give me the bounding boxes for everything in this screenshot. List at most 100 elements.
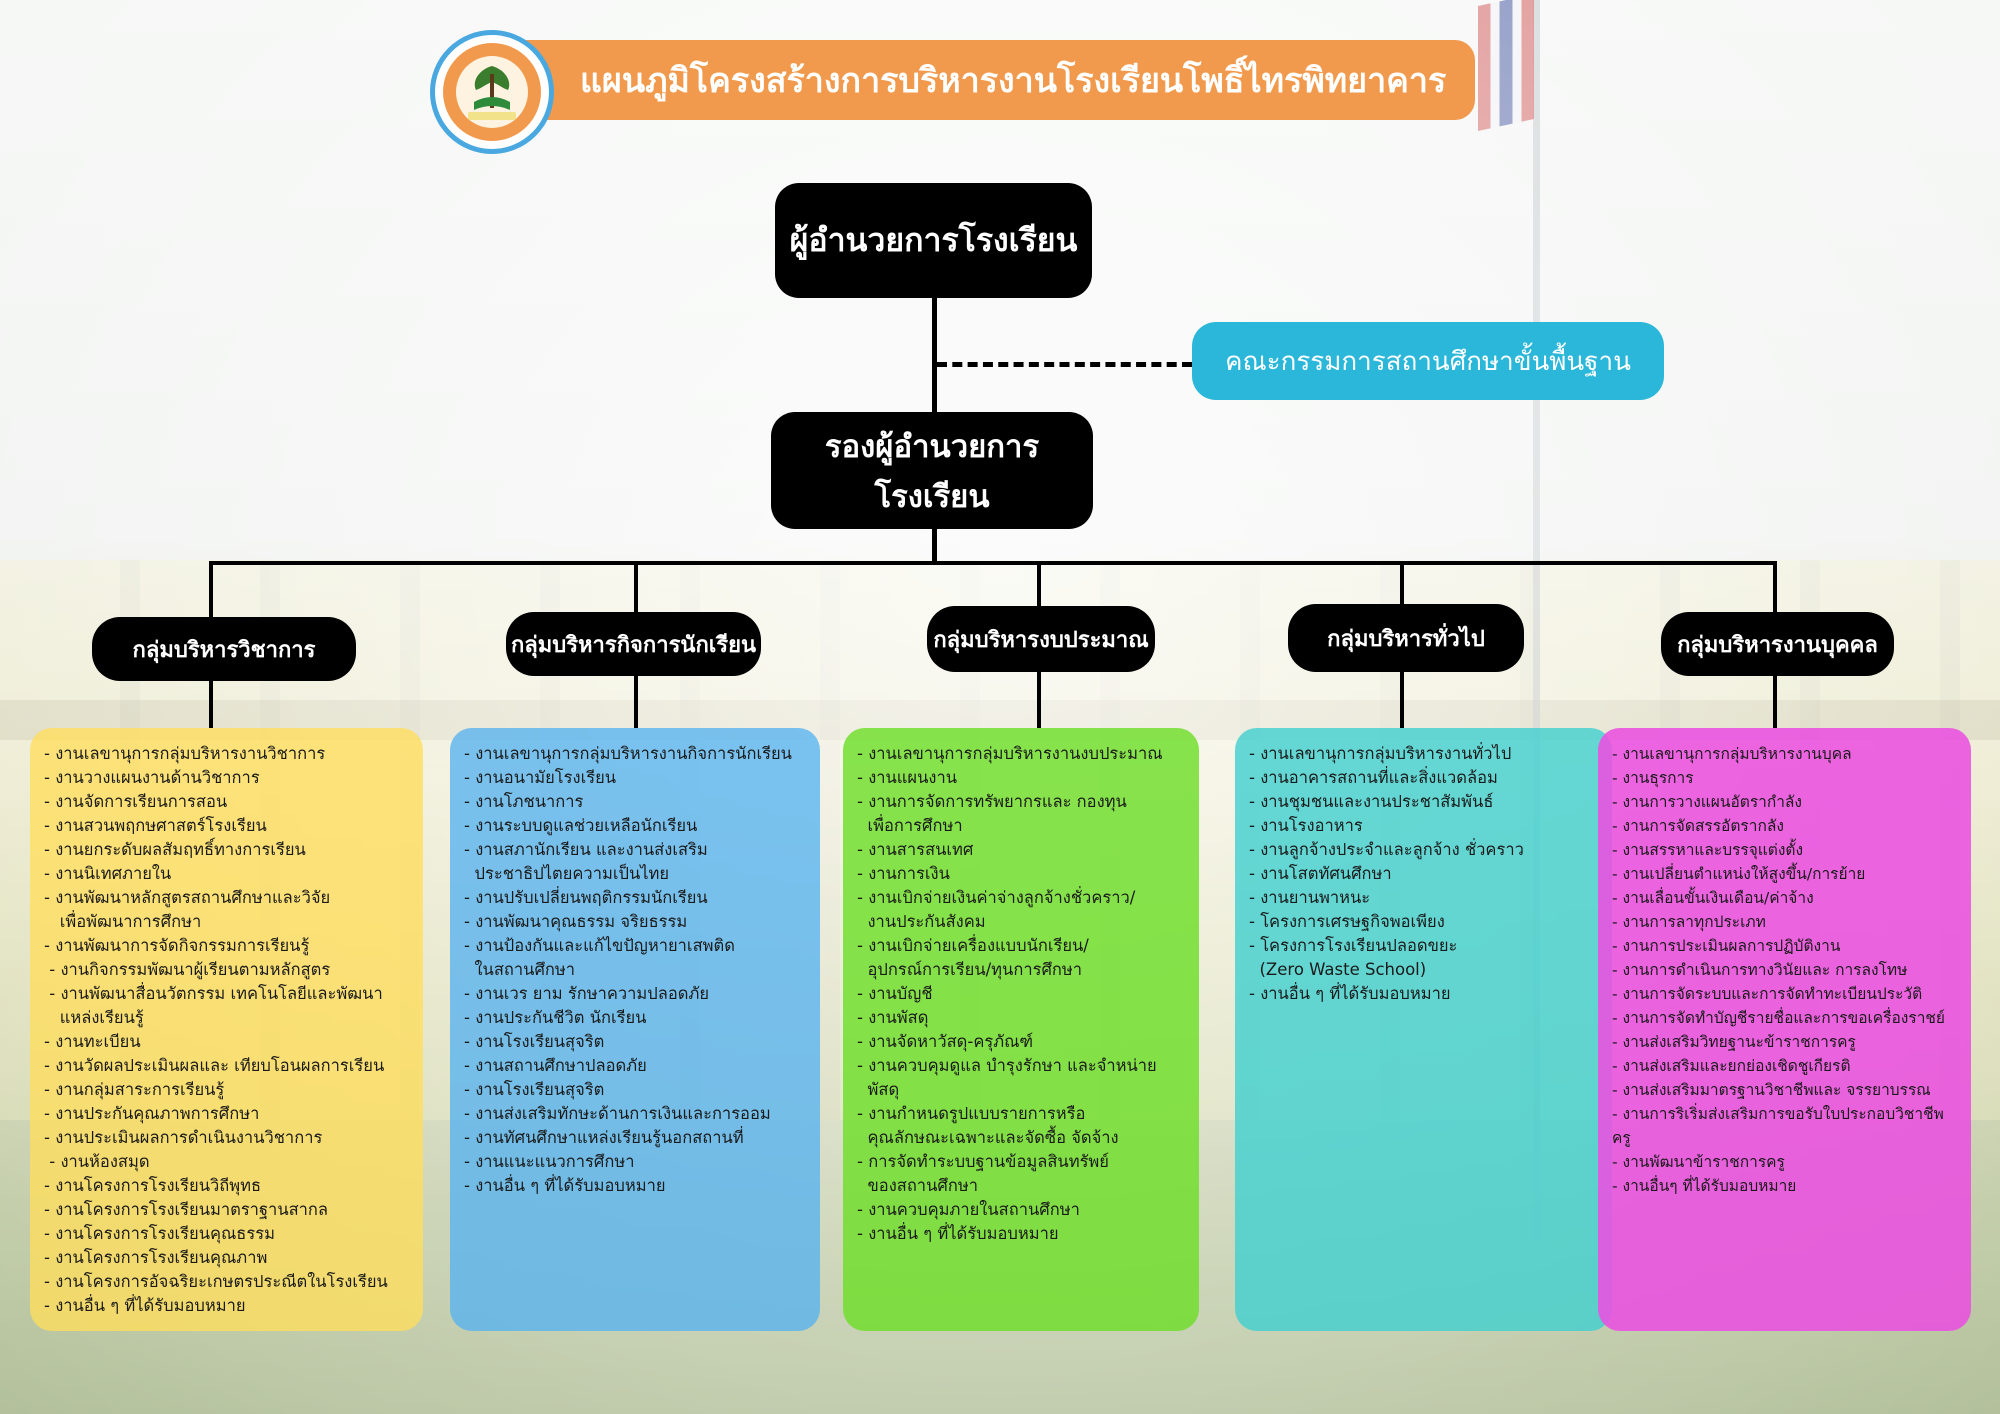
connector-director-deputy	[932, 298, 937, 412]
task-item: - งานการจัดการทรัพยากรและ กองทุน เพื่อกา…	[857, 792, 1127, 835]
group-student-affairs-header: กลุ่มบริหารกิจการนักเรียน	[506, 612, 761, 676]
task-item: - งานการลาทุกประเภท	[1612, 913, 1766, 931]
task-item: - งานพัฒนาหลักสูตรสถานศึกษาและวิจัย เพื่…	[44, 888, 331, 931]
task-item: - งานโรงอาหาร	[1249, 816, 1363, 835]
task-item: - งานพัฒนาการจัดกิจกรรมการเรียนรู้	[44, 936, 310, 955]
task-item: - โครงการเศรษฐกิจพอเพียง	[1249, 912, 1445, 931]
task-item: - งานการเงิน	[857, 864, 950, 883]
task-item: - งานเบิกจ่ายเครื่องแบบนักเรียน/ อุปกรณ์…	[857, 936, 1089, 979]
task-item: - งานประกันคุณภาพการศึกษา	[44, 1104, 260, 1123]
task-item: - งานโรงเรียนสุจริต	[464, 1080, 605, 1099]
tree-icon	[456, 56, 528, 128]
school-logo-emblem	[443, 43, 541, 141]
task-item: - งานยานพาหนะ	[1249, 888, 1371, 907]
connector-drop-budget	[1037, 561, 1041, 606]
task-item: - งานปรับเปลี่ยนพฤติกรรมนักเรียน	[464, 888, 708, 907]
task-item: - งานโครงการโรงเรียนวิถีพุทธ	[44, 1176, 262, 1195]
group-personnel-header: กลุ่มบริหารงานบุคคล	[1661, 612, 1894, 676]
task-item: - งานจัดหาวัสดุ-ครุภัณฑ์	[857, 1032, 1034, 1051]
connector-drop-personnel	[1773, 561, 1777, 612]
task-item: - งานชุมชนและงานประชาสัมพันธ์	[1249, 792, 1494, 811]
task-item: - งานส่งเสริมมาตรฐานวิชาชีพและ จรรยาบรรณ	[1612, 1081, 1931, 1099]
task-item: - งานแผนงาน	[857, 768, 957, 787]
group-student-affairs-panel: - งานเลขานุการกลุ่มบริหารงานกิจการนักเรี…	[450, 728, 820, 1331]
connector-drop-general	[1400, 561, 1404, 604]
task-item: - การจัดทำระบบฐานข้อมูลสินทรัพย์ ของสถาน…	[857, 1152, 1109, 1195]
director-box: ผู้อำนวยการโรงเรียน	[775, 183, 1092, 298]
task-item: - งานวางแผนงานด้านวิชาการ	[44, 768, 260, 787]
task-list: - งานเลขานุการกลุ่มบริหารงานทั่วไป - งานอ…	[1249, 742, 1600, 1006]
task-item: - งานสรรหาและบรรจุแต่งตั้ง	[1612, 841, 1804, 859]
task-item: - งานเบิกจ่ายเงินค่าจ่างลูกจ้างชั่วคราว/…	[857, 888, 1136, 931]
group-budget-header: กลุ่มบริหารงบประมาณ	[927, 606, 1155, 672]
connector-personnel-panel	[1773, 676, 1777, 728]
school-logo	[430, 30, 554, 154]
task-item: - งานสภานักเรียน และงานส่งเสริม ประชาธิป…	[464, 840, 708, 883]
task-item: - งานเลขานุการกลุ่มบริหารงานงบประมาณ	[857, 744, 1163, 763]
task-item: - งานสารสนเทศ	[857, 840, 974, 859]
task-item: - งานประกันชีวิต นักเรียน	[464, 1008, 647, 1027]
committee-box: คณะกรรมการสถานศึกษาขั้นพื้นฐาน	[1192, 322, 1664, 400]
task-item: - งานพัฒนาสื่อนวัตกรรม เทคโนโลยีและพัฒนา…	[49, 984, 383, 1027]
connector-committee-dashed	[937, 362, 1192, 367]
task-item: - งานอื่น ๆ ที่ได้รับมอบหมาย	[1249, 984, 1451, 1003]
task-item: - งานโสตทัศนศึกษา	[1249, 864, 1392, 883]
title-banner: แผนภูมิโครงสร้างการบริหารงานโรงเรียนโพธิ…	[495, 40, 1475, 120]
task-item: - งานควบคุมดูแล บำรุงรักษา และจำหน่าย พั…	[857, 1056, 1157, 1099]
task-item: - งานป้องกันและแก้ไขปัญหายาเสพติด ในสถาน…	[464, 936, 735, 979]
task-item: - งานระบบดูแลช่วยเหลือนักเรียน	[464, 816, 698, 835]
task-item: - งานการจัดสรรอัตรากลัง	[1612, 817, 1784, 835]
task-item: - งานอื่นๆ ที่ได้รับมอบหมาย	[1612, 1177, 1797, 1195]
task-item: - งานวัดผลประเมินผลและ เทียบโอนผลการเรีย…	[44, 1056, 385, 1075]
connector-academic-panel	[209, 681, 213, 728]
task-item: - งานส่งเสริมและยกย่องเชิดชูเกียรติ	[1612, 1057, 1851, 1075]
task-list: - งานเลขานุการกลุ่มบริหารงานวิชาการ - งาน…	[44, 742, 411, 1318]
task-item: - งานเลขานุการกลุ่มบริหารงานวิชาการ	[44, 744, 326, 763]
task-list: - งานเลขานุการกลุ่มบริหารงานบุคล- งานธุร…	[1612, 742, 1959, 1198]
connector-student-panel	[634, 676, 638, 728]
task-item: - งานห้องสมุด	[44, 1152, 150, 1171]
task-item: - งานแนะแนวการศึกษา	[464, 1152, 635, 1171]
task-item: - งานการประเมินผลการปฏิบัติงาน	[1612, 937, 1841, 955]
task-item: - งานส่งเสริมทักษะด้านการเงินและการออม	[464, 1104, 771, 1123]
task-item: - งานส่งเสริมวิทยฐานะข้าราชการครู	[1612, 1033, 1856, 1051]
task-list: - งานเลขานุการกลุ่มบริหารงานงบประมาณ - งา…	[857, 742, 1187, 1246]
task-item: - งานอื่น ๆ ที่ได้รับมอบหมาย	[464, 1176, 666, 1195]
connector-horizontal-bus	[209, 561, 1777, 565]
task-item: - งานเลื่อนขั้นเงินเดือน/ค่าจ้าง	[1612, 889, 1814, 907]
task-item: - งานควบคุมภายในสถานศึกษา	[857, 1200, 1080, 1219]
group-general-header: กลุ่มบริหารทั่วไป	[1288, 604, 1524, 672]
task-item: - งานพัสดุ	[857, 1008, 929, 1027]
connector-drop-academic	[209, 561, 213, 617]
task-item: - งานโครงการโรงเรียนมาตราฐานสากล	[44, 1200, 329, 1219]
task-item: - งานกลุ่มสาระการเรียนรู้	[44, 1080, 225, 1099]
task-item: - งานสวนพฤกษศาสตร์โรงเรียน	[44, 816, 267, 835]
task-item: - งานโภชนาการ	[464, 792, 584, 811]
task-item: - งานอาคารสถานที่และสิ่งแวดล้อม	[1249, 768, 1498, 787]
task-item: - งานเวร ยาม รักษาความปลอดภัย	[464, 984, 710, 1003]
task-item: - งานยกระดับผลสัมฤทธิ์ทางการเรียน	[44, 840, 306, 859]
task-item: - งานการจัดทำบัญชีรายชื่อและการขอเครื่อง…	[1612, 1009, 1946, 1027]
task-item: - งานพัฒนาข้าราชการครู	[1612, 1153, 1785, 1171]
group-budget-panel: - งานเลขานุการกลุ่มบริหารงานงบประมาณ - งา…	[843, 728, 1199, 1331]
task-item: - งานประเมินผลการดำเนินงานวิชาการ	[44, 1128, 323, 1147]
task-item: - งานเลขานุการกลุ่มบริหารงานกิจการนักเรี…	[464, 744, 792, 763]
task-item: - งานทะเบียน	[44, 1032, 141, 1051]
task-item: - งานจัดการเรียนการสอน	[44, 792, 228, 811]
task-item: - งานธุรการ	[1612, 769, 1694, 787]
task-item: - งานการจัดระบบและการจัดทำทะเบียนประวัติ	[1612, 985, 1923, 1003]
task-item: - งานบัญชี	[857, 984, 933, 1003]
task-item: - งานโครงการโรงเรียนคุณภาพ	[44, 1248, 268, 1267]
task-item: - งานทัศนศึกษาแหล่งเรียนรู้นอกสถานที่	[464, 1128, 744, 1147]
task-item: - โครงการโรงเรียนปลอดขยะ (Zero Waste Sch…	[1249, 936, 1458, 979]
group-academic-header: กลุ่มบริหารวิชาการ	[92, 617, 356, 681]
task-list: - งานเลขานุการกลุ่มบริหารงานกิจการนักเรี…	[464, 742, 808, 1198]
group-academic-panel: - งานเลขานุการกลุ่มบริหารงานวิชาการ - งาน…	[30, 728, 423, 1331]
task-item: - งานพัฒนาคุณธรรม จริยธรรม	[464, 912, 688, 931]
task-item: - งานนิเทศภายใน	[44, 864, 172, 883]
connector-budget-panel	[1037, 672, 1041, 728]
task-item: - งานกำหนดรูปแบบรายการหรือ คุณลักษณะเฉพา…	[857, 1104, 1119, 1147]
task-item: - งานการริเริ่มส่งเสริมการขอรับใบประกอบว…	[1612, 1105, 1944, 1147]
task-item: - งานสถานศึกษาปลอดภัย	[464, 1056, 647, 1075]
task-item: - งานเลขานุการกลุ่มบริหารงานทั่วไป	[1249, 744, 1512, 763]
